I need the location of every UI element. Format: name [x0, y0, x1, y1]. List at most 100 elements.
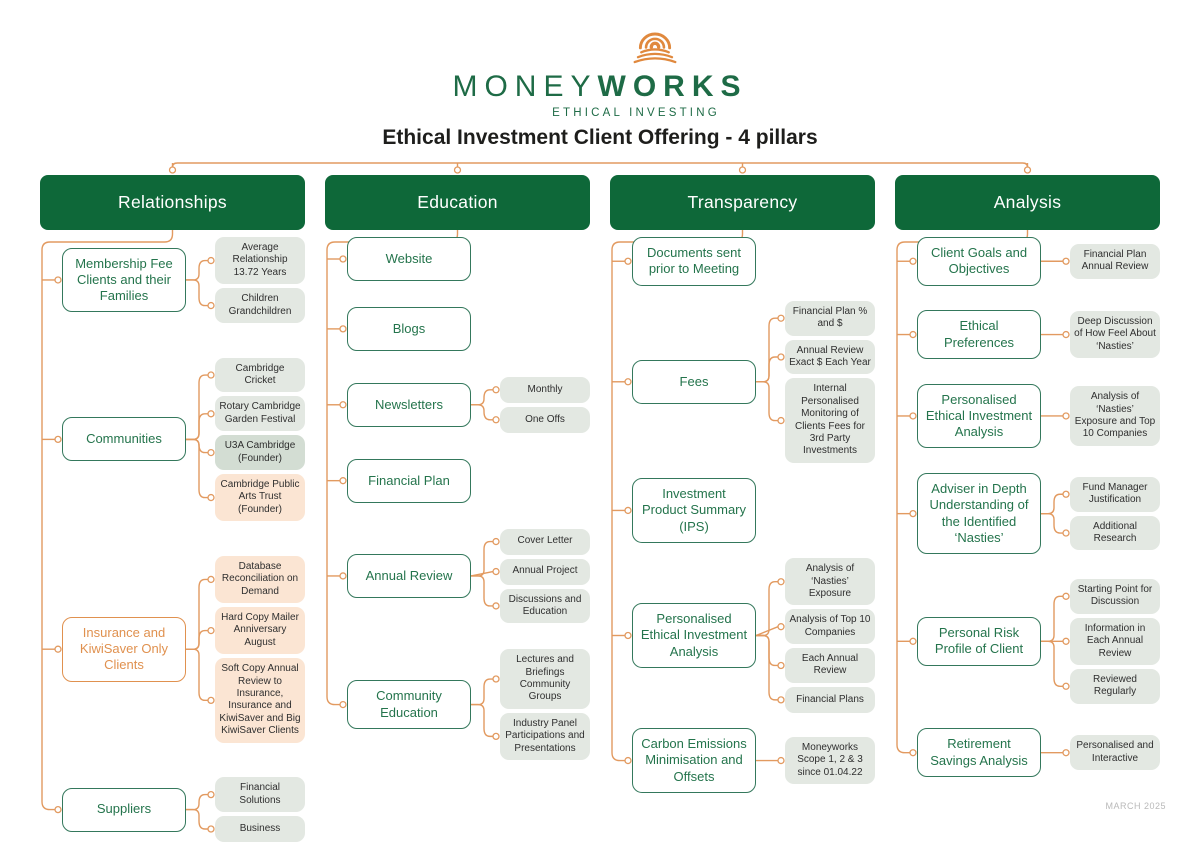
branch-node-wrap: Retirement Savings Analysis [917, 728, 1041, 777]
footer-date: MARCH 2025 [1105, 801, 1166, 811]
branch-node-investment-product-summary-ips: Investment Product Summary (IPS) [632, 478, 756, 543]
branch-row: Membership Fee Clients and their Familie… [62, 237, 305, 323]
leaf-node-database-reconciliation-on-demand: Database Reconciliation on Demand [215, 555, 305, 604]
branch-node-retirement-savings-analysis: Retirement Savings Analysis [917, 728, 1041, 777]
branch-node-wrap: Community Education [347, 680, 471, 729]
branch-node-wrap: Fees [632, 359, 756, 404]
leaf-node-annual-review-exact-each: Annual Review Exact $ Each Year [785, 339, 875, 375]
leaf-node-analysis-of-top-10: Analysis of Top 10 Companies [785, 609, 875, 645]
branch-node-documents-sent-prior-to: Documents sent prior to Meeting [632, 237, 756, 286]
leaf-node-lectures-and-briefings-community: Lectures and Briefings Community Groups [500, 649, 590, 709]
branch-row: Carbon Emissions Minimisation and Offset… [632, 728, 875, 793]
branch-row: Personalised Ethical Investment Analysis… [917, 383, 1160, 449]
branch-node-membership-fee-clients-and: Membership Fee Clients and their Familie… [62, 247, 186, 313]
branch-node-wrap: Client Goals and Objectives [917, 237, 1041, 286]
leaf-stack: Deep Discussion of How Feel About ‘Nasti… [1070, 310, 1160, 359]
leaf-node-starting-point-for-discussion: Starting Point for Discussion [1070, 578, 1160, 614]
branch-node-adviser-in-depth-understanding: Adviser in Depth Understanding of the Id… [917, 473, 1041, 555]
branch-row: Investment Product Summary (IPS) [632, 478, 875, 543]
leaf-stack: Financial Plan % and $Annual Review Exac… [785, 300, 875, 463]
moneyworks-arcs-icon [633, 32, 677, 64]
branch-node-wrap: Membership Fee Clients and their Familie… [62, 247, 186, 313]
branch-node-wrap: Personal Risk Profile of Client [917, 617, 1041, 666]
branch-row: Client Goals and Objectives Financial Pla… [917, 237, 1160, 286]
branch-row: Retirement Savings Analysis Personalised … [917, 728, 1160, 777]
branch-node-wrap: Newsletters [347, 382, 471, 427]
leaf-stack: Financial Plan Annual Review [1070, 243, 1160, 279]
branch-node-wrap: Annual Review [347, 553, 471, 598]
branch-node-wrap: Financial Plan [347, 458, 471, 503]
leaf-node-moneyworks-scope-1-2: Moneyworks Scope 1, 2 & 3 since 01.04.22 [785, 736, 875, 785]
branch-node-annual-review: Annual Review [347, 553, 471, 598]
leaf-node-personalised-and-interactive: Personalised and Interactive [1070, 735, 1160, 771]
leaf-node-deep-discussion-of-how: Deep Discussion of How Feel About ‘Nasti… [1070, 310, 1160, 359]
leaf-node-rotary-cambridge-garden-festival: Rotary Cambridge Garden Festival [215, 396, 305, 432]
logo-word-works: WORKS [597, 70, 748, 103]
branches-analysis: Client Goals and Objectives Financial Pla… [917, 237, 1160, 777]
leaf-node-soft-copy-annual-review: Soft Copy Annual Review to Insurance, In… [215, 658, 305, 743]
branch-node-wrap: Communities [62, 417, 186, 462]
pillar-header-analysis: Analysis [895, 175, 1160, 230]
logo-tagline: ETHICAL INVESTING [552, 107, 720, 119]
leaf-node-monthly: Monthly [500, 376, 590, 403]
leaf-node-financial-plan-and: Financial Plan % and $ [785, 300, 875, 336]
leaf-node-u3a-cambridge-founder: U3A Cambridge (Founder) [215, 435, 305, 470]
branch-node-blogs: Blogs [347, 306, 471, 351]
leaf-node-information-in-each-annual: Information in Each Annual Review [1070, 617, 1160, 665]
leaf-node-cambridge-cricket: Cambridge Cricket [215, 357, 305, 393]
branch-row: Personalised Ethical Investment Analysis… [632, 558, 875, 713]
leaf-node-additional-research: Additional Research [1070, 515, 1160, 551]
branch-row: Fees Financial Plan % and $Annual Review … [632, 300, 875, 463]
branch-node-wrap: Personalised Ethical Investment Analysis [917, 383, 1041, 449]
pillar-header-transparency: Transparency [610, 175, 875, 230]
branch-node-personalised-ethical-investment-analysis: Personalised Ethical Investment Analysis [917, 383, 1041, 449]
leaf-node-children-grandchildren: Children Grandchildren [215, 288, 305, 323]
leaf-node-industry-panel-participations-and: Industry Panel Participations and Presen… [500, 712, 590, 760]
branch-node-newsletters: Newsletters [347, 382, 471, 427]
leaf-node-business: Business [215, 816, 305, 842]
branch-node-insurance-and-kiwisaver-only: Insurance and KiwiSaver Only Clients [62, 616, 186, 682]
leaf-node-analysis-of-nasties-exposure: Analysis of ‘Nasties’ Exposure and Top 1… [1070, 386, 1160, 446]
leaf-node-cambridge-public-arts-trust: Cambridge Public Arts Trust (Founder) [215, 473, 305, 522]
branch-row: Website [347, 237, 590, 281]
branch-row: Adviser in Depth Understanding of the Id… [917, 473, 1160, 555]
branch-node-communities: Communities [62, 417, 186, 462]
pillar-header-education: Education [325, 175, 590, 230]
branch-row: Ethical Preferences Deep Discussion of Ho… [917, 310, 1160, 359]
leaf-node-analysis-of-nasties-exposure: Analysis of ‘Nasties’ Exposure [785, 558, 875, 606]
branch-node-wrap: Insurance and KiwiSaver Only Clients [62, 616, 186, 682]
branch-row: Blogs [347, 306, 590, 351]
branch-node-wrap: Investment Product Summary (IPS) [632, 478, 756, 543]
leaf-node-fund-manager-justification: Fund Manager Justification [1070, 476, 1160, 512]
branch-node-wrap: Personalised Ethical Investment Analysis [632, 603, 756, 668]
branch-node-community-education: Community Education [347, 680, 471, 729]
leaf-node-hard-copy-mailer-anniversary: Hard Copy Mailer Anniversary August [215, 607, 305, 655]
pillar-header-relationships: Relationships [40, 175, 305, 230]
branch-node-personalised-ethical-investment-analysis: Personalised Ethical Investment Analysis [632, 603, 756, 668]
branch-node-carbon-emissions-minimisation-and: Carbon Emissions Minimisation and Offset… [632, 728, 756, 793]
logo-word-money: MONEY [452, 70, 598, 103]
branch-node-wrap: Ethical Preferences [917, 310, 1041, 359]
leaf-node-financial-solutions: Financial Solutions [215, 777, 305, 812]
branch-node-wrap: Adviser in Depth Understanding of the Id… [917, 473, 1041, 555]
branch-row: Insurance and KiwiSaver Only Clients Data… [62, 555, 305, 743]
branch-node-personal-risk-profile-of: Personal Risk Profile of Client [917, 617, 1041, 666]
branch-node-wrap: Carbon Emissions Minimisation and Offset… [632, 728, 756, 793]
leaf-node-reviewed-regularly: Reviewed Regularly [1070, 668, 1160, 704]
branch-node-client-goals-and-objectives: Client Goals and Objectives [917, 237, 1041, 286]
